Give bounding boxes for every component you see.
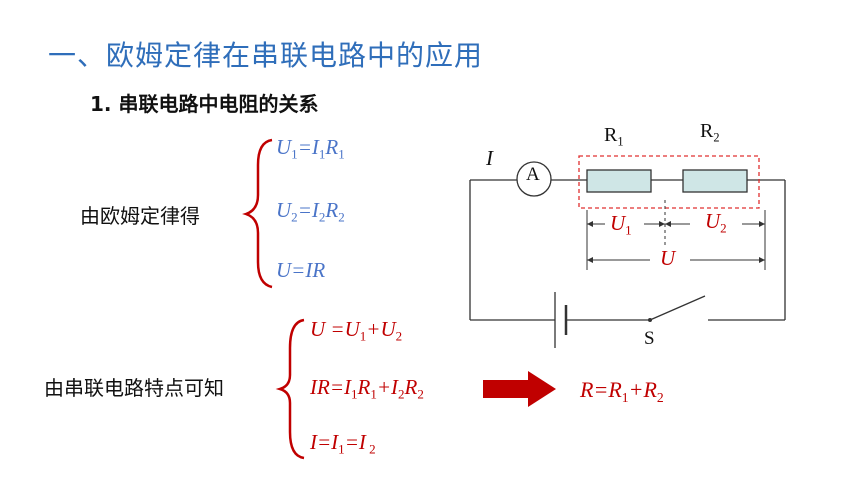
page-title: 一、欧姆定律在串联电路中的应用 — [48, 39, 484, 72]
circuit-diagram — [469, 155, 786, 348]
current-label: I — [486, 146, 493, 170]
ohm-equation-2: U2=I2R2 — [276, 198, 345, 225]
resistor-r2 — [682, 169, 748, 193]
resistor-group-dashed-box — [578, 155, 760, 209]
result-equation: R=R1+R2 — [580, 377, 664, 405]
series-equation-voltage: U =U1+U2 — [310, 317, 403, 344]
r1-label: R1 — [604, 124, 624, 149]
u-total-label: U — [660, 246, 676, 270]
ohm-equation-1: U1=I1R1 — [276, 135, 345, 162]
section-subtitle: 1. 串联电路中电阻的关系 — [90, 92, 319, 116]
ammeter-label: A — [526, 164, 540, 185]
series-property-label: 由串联电路特点可知 — [44, 376, 224, 400]
switch-label: S — [644, 328, 655, 349]
ohm-equation-3: U=IR — [276, 258, 326, 282]
switch-pivot — [648, 318, 652, 322]
r2-label: R2 — [700, 120, 720, 145]
u1-label: U1 — [610, 211, 632, 238]
series-equation-ir: IR=I1R1+I2R2 — [310, 375, 424, 402]
resistor-r1 — [586, 169, 652, 193]
switch-lever — [649, 295, 706, 321]
result-arrow-icon — [483, 371, 556, 407]
ammeter-circle — [516, 161, 552, 197]
left-brace-series — [275, 318, 305, 460]
left-brace-ohm — [242, 138, 273, 289]
series-equation-current: I=I1=I 2 — [310, 430, 376, 457]
u2-label: U2 — [705, 209, 727, 236]
ohm-law-label: 由欧姆定律得 — [80, 204, 200, 228]
